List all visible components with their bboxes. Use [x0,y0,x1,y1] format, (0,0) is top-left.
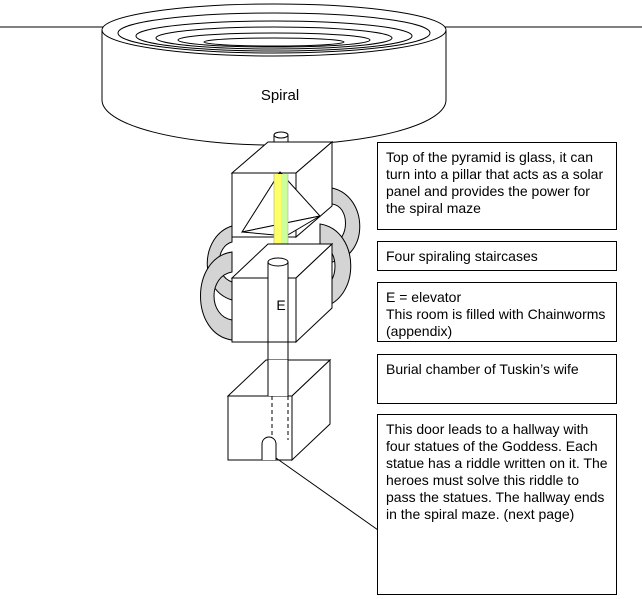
spiral-label: Spiral [261,87,299,104]
note-staircases: Four spiraling staircases [377,241,617,271]
note-burial: Burial chamber of Tuskin’s wife [377,354,617,404]
elevator-label: E [276,297,285,313]
note-pyramid: Top of the pyramid is glass, it can turn… [377,142,617,230]
burial-cube [226,358,332,462]
door-pointer [275,457,379,531]
door-arch [261,436,277,460]
spiral-bowl: Spiral [101,3,447,146]
elevator-cube: E [230,242,334,344]
note-door: This door leads to a hallway with four s… [377,414,617,595]
note-elevator: E = elevator This room is filled with Ch… [377,282,617,342]
